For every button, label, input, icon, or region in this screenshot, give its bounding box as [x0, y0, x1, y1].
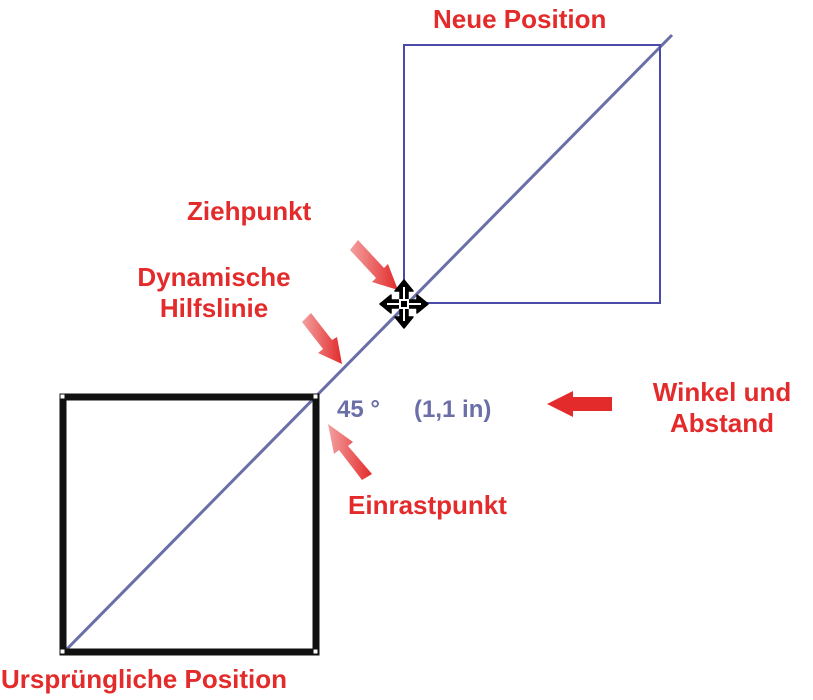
distance-readout: (1,1 in): [414, 396, 492, 423]
original-position-label: Ursprüngliche Position: [1, 664, 288, 694]
original-position-box: [59, 393, 320, 656]
angle-distance-label: Winkel und Abstand: [636, 377, 808, 439]
four-way-move-cursor-icon[interactable]: [379, 279, 429, 329]
snap-point-label: Einrastpunkt: [348, 490, 507, 520]
original-box-corner-handles: [59, 393, 319, 655]
angle-distance-label-line1: Winkel und: [652, 377, 792, 407]
dynamic-guide-label: Dynamische Hilfslinie: [120, 262, 308, 324]
angle-readout: 45 °: [337, 396, 380, 423]
new-position-box: [403, 44, 661, 304]
drag-point-arrow: [350, 240, 398, 290]
angle-distance-arrow: [547, 391, 612, 417]
drag-point-label: Ziehpunkt: [187, 196, 312, 226]
new-position-label: Neue Position: [433, 4, 607, 34]
snap-point-arrow: [328, 424, 372, 480]
angle-distance-label-line2: Abstand: [670, 408, 774, 438]
dynamic-guide-arrow: [302, 313, 342, 364]
dynamic-guide-label-line1: Dynamische: [137, 262, 291, 292]
dynamic-guide-label-line2: Hilfslinie: [159, 293, 269, 323]
dynamic-guide-line: [62, 33, 674, 654]
